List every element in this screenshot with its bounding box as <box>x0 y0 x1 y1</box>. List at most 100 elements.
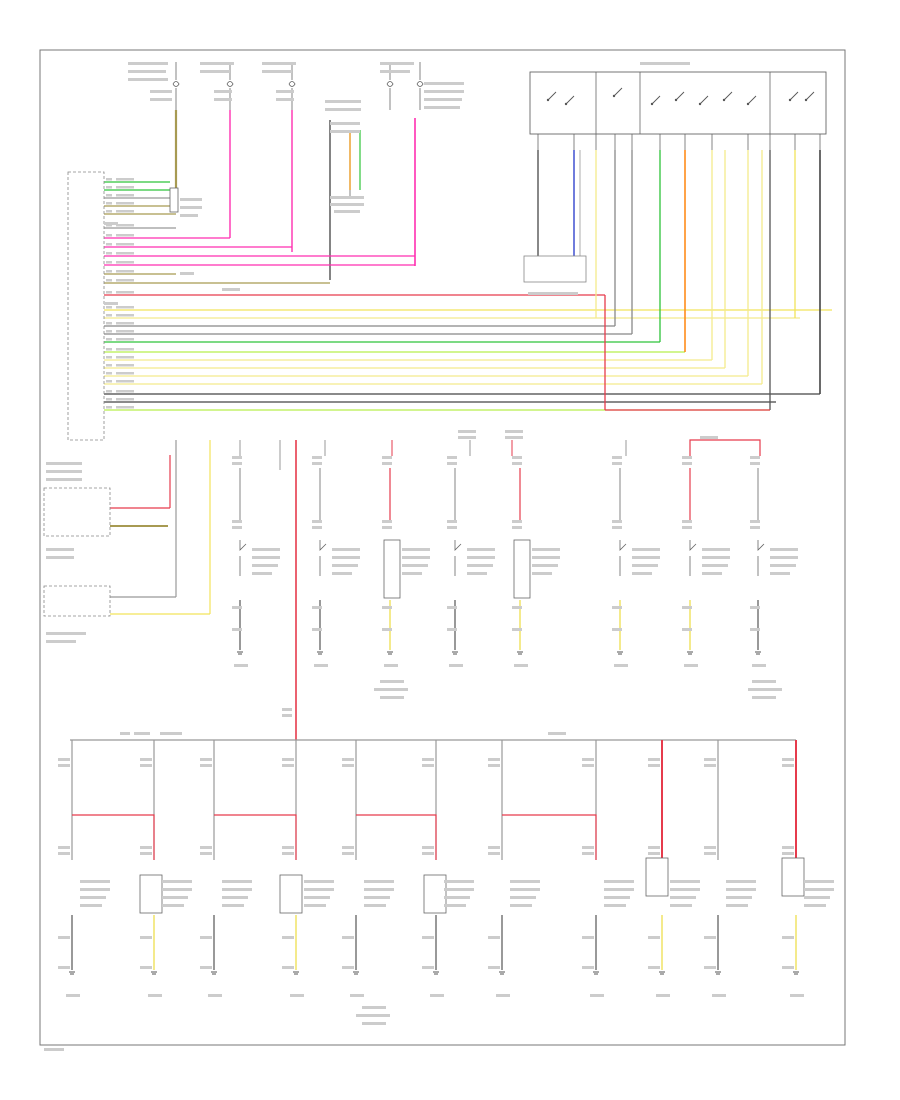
label-text <box>334 210 360 213</box>
label-text <box>58 846 70 849</box>
label-text <box>447 606 457 609</box>
label-text <box>312 462 322 465</box>
fuse-symbol <box>416 81 424 87</box>
ground-label <box>384 664 398 667</box>
label-text <box>128 70 166 73</box>
label-text <box>682 606 692 609</box>
label-text <box>200 764 212 767</box>
switch-node <box>650 102 654 106</box>
label-text <box>648 936 660 939</box>
label-text <box>682 628 692 631</box>
wire-color-label <box>116 202 134 205</box>
label-text <box>512 456 522 459</box>
label-text <box>648 758 660 761</box>
label-text <box>782 764 794 767</box>
label-text <box>804 888 834 891</box>
switch-contact <box>789 91 799 101</box>
label-text <box>512 462 522 465</box>
label-text <box>422 852 434 855</box>
label-text <box>447 462 457 465</box>
wire-color-label <box>116 234 134 237</box>
pin-label <box>106 356 112 359</box>
label-text <box>282 966 294 969</box>
label-text <box>162 888 192 891</box>
label-text <box>632 548 660 551</box>
wire-color-label <box>116 186 134 189</box>
label-text <box>282 708 292 711</box>
label-text <box>252 548 280 551</box>
label-text <box>512 526 522 529</box>
label-text <box>312 526 322 529</box>
wire-color-label <box>116 398 134 401</box>
switch-contact <box>319 540 327 576</box>
fuse-symbol <box>172 81 180 87</box>
label-text <box>422 764 434 767</box>
label-text <box>782 846 794 849</box>
label-text <box>382 606 392 609</box>
label-text <box>262 62 296 65</box>
footer-code-mark <box>44 1048 64 1051</box>
label-text <box>702 564 728 567</box>
label-text <box>512 606 522 609</box>
label-text <box>312 606 322 609</box>
pin-label <box>106 330 112 333</box>
label-text <box>632 556 660 559</box>
switch-module <box>523 255 587 283</box>
jumper-wire <box>356 814 437 860</box>
label-text <box>505 430 523 433</box>
label-text <box>422 758 434 761</box>
ground-label <box>496 994 510 997</box>
label-text <box>382 520 392 523</box>
label-text <box>276 90 294 93</box>
label-text <box>232 606 242 609</box>
label-text <box>582 852 594 855</box>
label-text <box>512 520 522 523</box>
switch-component <box>513 539 531 599</box>
label-text <box>682 526 692 529</box>
wire-color-label <box>116 261 134 264</box>
pin-label <box>106 178 112 181</box>
label-text <box>510 904 532 907</box>
label-text <box>46 462 82 465</box>
wire-color-label <box>116 224 134 227</box>
label-text <box>488 852 500 855</box>
label-text <box>752 680 776 683</box>
wire-color-label <box>116 372 134 375</box>
ground-label <box>66 994 80 997</box>
lamp-component <box>781 857 805 897</box>
wire-color-label <box>116 178 134 181</box>
label-text <box>342 966 354 969</box>
label-text <box>222 904 244 907</box>
label-text <box>402 572 422 575</box>
label-text <box>670 880 700 883</box>
connector-block <box>67 171 105 441</box>
wire-color-label <box>116 314 134 317</box>
label-text <box>702 548 730 551</box>
label-text <box>422 936 434 939</box>
label-text <box>488 966 500 969</box>
label-text <box>342 758 354 761</box>
label-text <box>304 880 334 883</box>
label-text <box>782 966 794 969</box>
label-text <box>447 520 457 523</box>
label-text <box>532 572 552 575</box>
wire-color-label <box>116 322 134 325</box>
switch-node <box>788 98 792 102</box>
label-text <box>200 62 234 65</box>
label-text <box>422 966 434 969</box>
label-text <box>232 520 242 523</box>
switch-contact <box>805 91 815 101</box>
label-text <box>222 880 252 883</box>
label-text <box>582 758 594 761</box>
label-text <box>232 526 242 529</box>
pin-label <box>106 364 112 367</box>
label-text <box>160 732 182 735</box>
label-text <box>382 526 392 529</box>
ground-label <box>614 664 628 667</box>
wire-color-label <box>116 390 134 393</box>
switch-contact <box>689 540 697 576</box>
label-text <box>200 966 212 969</box>
ground-label <box>656 994 670 997</box>
label-text <box>682 462 692 465</box>
